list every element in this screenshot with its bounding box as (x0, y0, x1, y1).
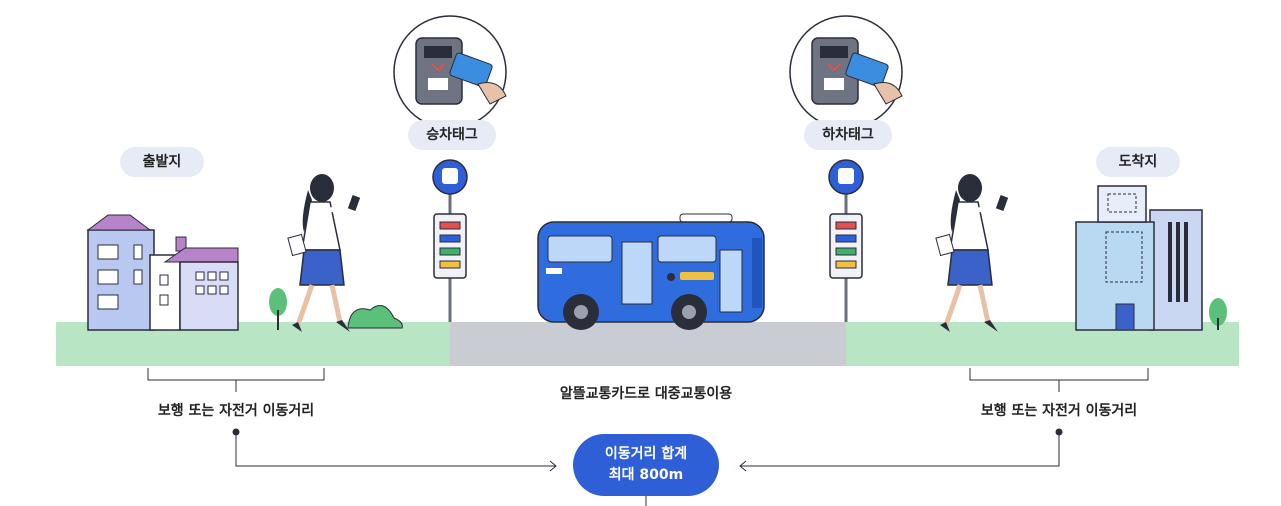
bracket-left (147, 368, 325, 392)
bracket-right (969, 368, 1149, 392)
total-line2: 최대 800m (608, 467, 684, 483)
walk-distance-right: 보행 또는 자전거 이동거리 (980, 403, 1138, 419)
origin-houses (86, 214, 239, 331)
bus-stop-right (828, 100, 864, 322)
bush-icon (347, 305, 403, 329)
bus-stop-left (432, 100, 468, 322)
connector-left (232, 428, 557, 472)
card-reader-alighting (789, 15, 903, 129)
origin-label: 출발지 (120, 147, 204, 177)
card-reader-boarding (393, 15, 507, 129)
tree-icon (269, 288, 287, 330)
destination-label: 도착지 (1096, 147, 1180, 177)
boarding-tag-label: 승차태그 (408, 120, 496, 150)
walk-distance-left: 보행 또는 자전거 이동거리 (157, 403, 315, 419)
total-line1: 이동거리 합계 (604, 446, 688, 462)
alighting-tag-label: 하차태그 (804, 120, 892, 150)
total-distance-badge: 이동거리 합계 최대 800m (573, 434, 719, 496)
bus-icon (537, 213, 765, 330)
woman-walking-left (287, 174, 361, 332)
woman-walking-right (935, 174, 1009, 332)
road (450, 322, 846, 366)
transit-caption: 알뜰교통카드로 대중교통이용 (559, 386, 733, 402)
destination-buildings (1075, 185, 1227, 331)
connector-right (739, 428, 1063, 472)
